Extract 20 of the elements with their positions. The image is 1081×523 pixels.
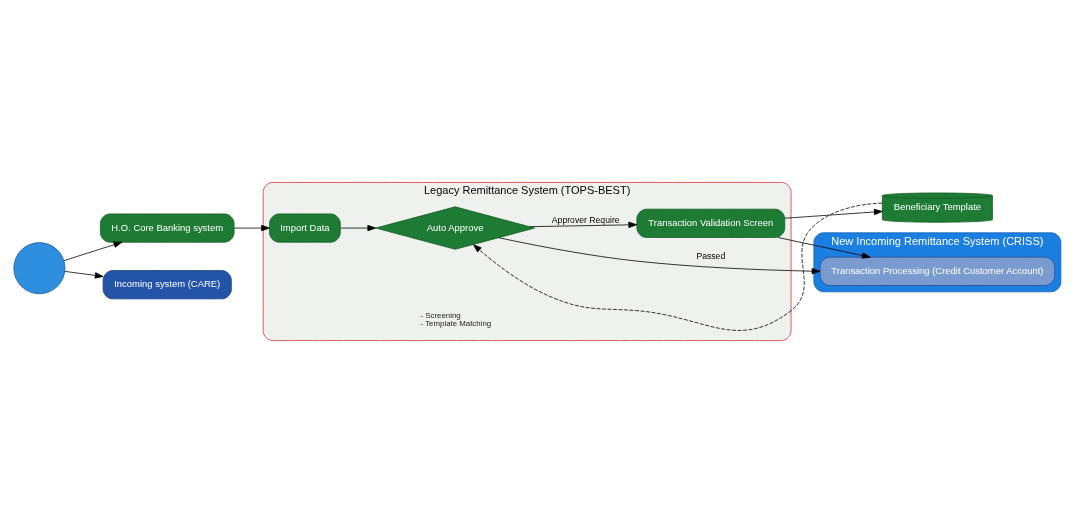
node-label: - Template Matching [420,319,492,329]
node-box: H.O. Core Banking system [99,213,235,243]
arrow [340,224,377,232]
arrow [64,271,104,279]
node-box: Import Data [269,213,341,243]
arrow [777,237,871,259]
arrow [473,202,883,331]
arrow [233,224,270,232]
edge-label: Approver Require [551,215,620,226]
arrow [498,237,821,275]
node-box: Transaction Validation Screen [636,208,786,238]
node-diamond: Auto Approve [375,206,535,250]
node-box: Incoming system (CARE) [102,270,232,300]
arrow [63,241,123,262]
node-label: - Screening [420,310,461,320]
node-box: Transaction Processing (Credit Customer Account) [819,256,1055,286]
edge-label: Passed [696,250,726,261]
arrow [784,208,883,219]
arrow [529,221,638,228]
node-circle [13,242,66,295]
